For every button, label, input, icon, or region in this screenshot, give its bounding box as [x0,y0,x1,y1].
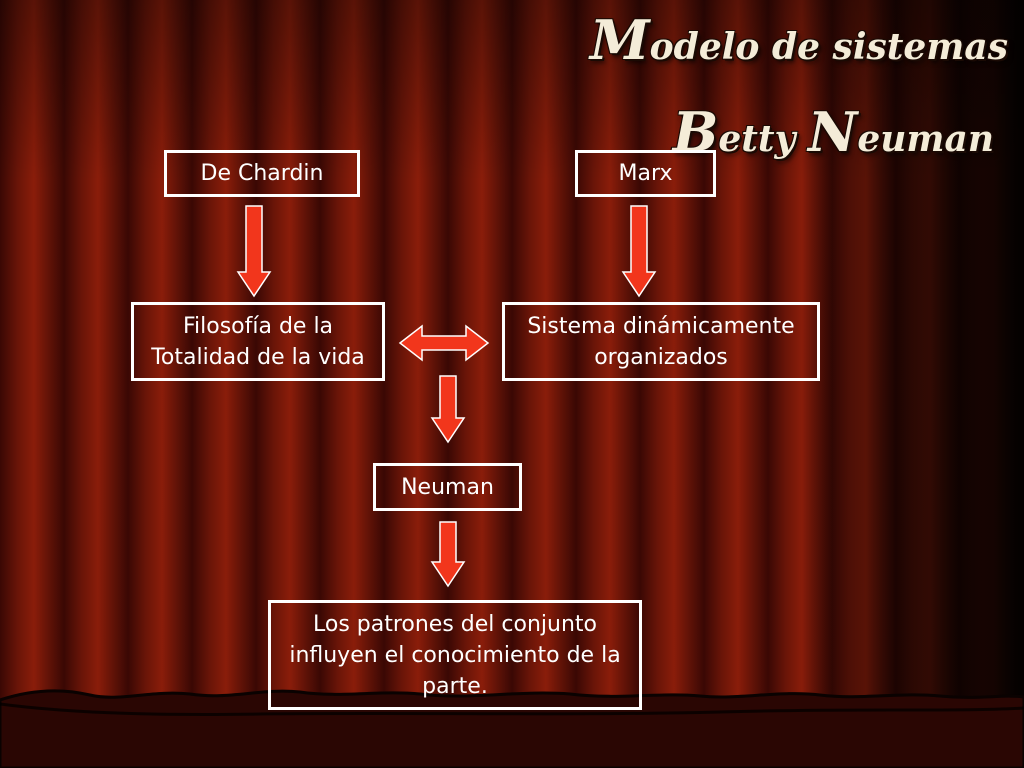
title-initial-n: N [807,100,858,164]
title-betty-rest: etty [718,118,808,160]
arrow-down-to-neuman [430,375,466,444]
title-line-1-rest: odelo de sistemas [649,26,1008,68]
node-marx-label: Marx [618,161,673,186]
title-line-1: Modelo de sistemas [590,8,1008,72]
node-de-chardin-label: De Chardin [200,161,324,186]
node-neuman: Neuman [373,463,522,511]
title-initial-m: M [589,8,650,72]
arrow-down-to-patrones [430,521,466,588]
node-patrones-label: Los patrones del conjunto influyen el co… [289,611,621,699]
double-arrow [398,324,490,362]
node-sistema: Sistema dinámicamente organizados [502,302,820,381]
node-marx: Marx [575,150,716,197]
title-neuman-rest: euman [857,118,994,160]
title-initial-b: B [672,100,719,164]
arrow-down-chardin [236,205,272,298]
node-filosofia-label: Filosofía de la Totalidad de la vida [151,313,365,370]
node-neuman-label: Neuman [401,474,494,500]
title-line-2: Betty Neuman [673,100,994,164]
node-de-chardin: De Chardin [164,150,360,197]
node-patrones: Los patrones del conjunto influyen el co… [268,600,642,710]
arrow-down-marx [621,205,657,298]
node-sistema-label: Sistema dinámicamente organizados [527,313,795,370]
node-filosofia: Filosofía de la Totalidad de la vida [131,302,385,381]
